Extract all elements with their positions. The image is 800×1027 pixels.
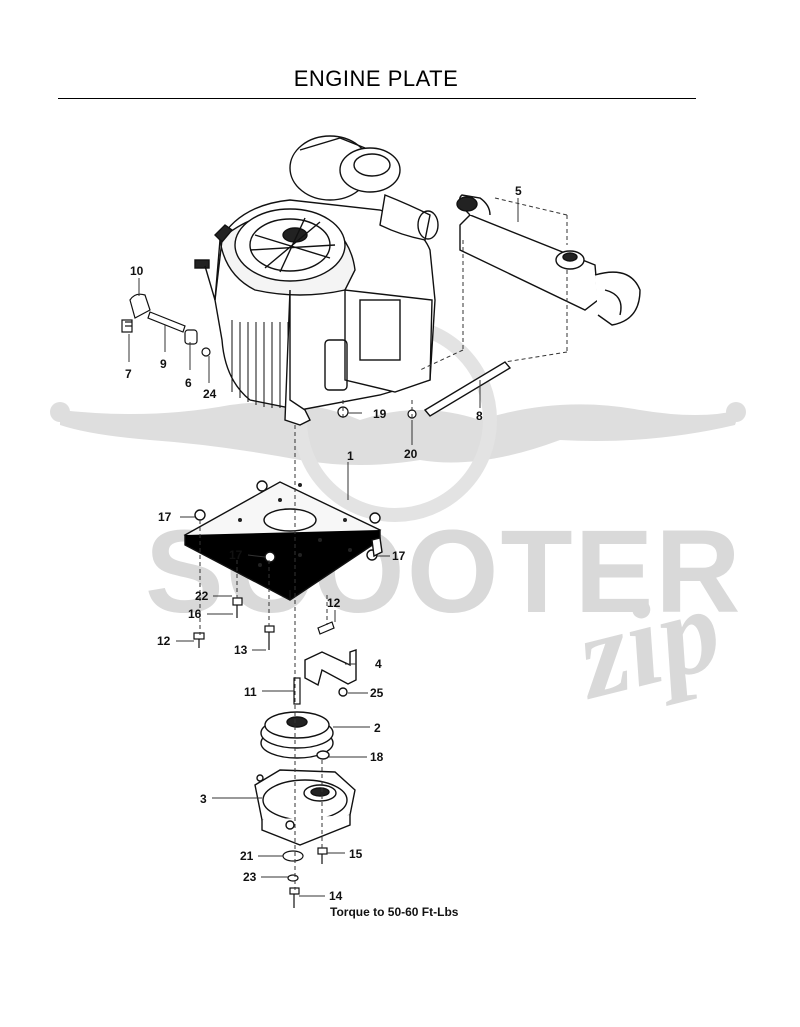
callout-14: 14 (329, 889, 343, 903)
fitting-parts (121, 293, 417, 419)
callout-13: 13 (234, 643, 248, 657)
callout-5: 5 (515, 184, 522, 198)
callout-1: 1 (347, 449, 354, 463)
callout-6: 6 (185, 376, 192, 390)
callout-3: 3 (200, 792, 207, 806)
bracket-4 (304, 649, 357, 697)
callout-2: 2 (374, 721, 381, 735)
engine (194, 135, 439, 426)
rod-8 (423, 361, 512, 417)
callout-8: 8 (476, 409, 483, 423)
callout-16: 16 (188, 607, 202, 621)
callout-4: 4 (375, 657, 382, 671)
assembly-lines (199, 197, 568, 890)
engine-fan (234, 208, 346, 282)
torque-note: Torque to 50-60 Ft-Lbs (330, 905, 459, 919)
watermark: SCOOTER zip (50, 318, 746, 725)
callout-10: 10 (130, 264, 144, 278)
dipstick (214, 224, 234, 244)
clutch-3 (254, 769, 356, 846)
callout-21: 21 (240, 849, 254, 863)
callout-labels: 1 2 3 4 5 6 7 8 9 10 11 12 12 13 14 15 1… (125, 184, 522, 903)
leader-lines (128, 198, 519, 897)
callout-24: 24 (203, 387, 217, 401)
callout-18: 18 (370, 750, 384, 764)
callout-11: 11 (244, 685, 257, 699)
callout-17-center: 17 (229, 548, 243, 562)
title-rule (58, 98, 696, 99)
watermark-horns (60, 402, 740, 465)
bottom-hardware (282, 847, 328, 908)
callout-19: 19 (373, 407, 387, 421)
callout-9: 9 (160, 357, 167, 371)
page-title: ENGINE PLATE (293, 66, 459, 91)
callout-20: 20 (404, 447, 418, 461)
watermark-dot-left (50, 402, 70, 422)
engine-plate (183, 480, 383, 601)
pulley-2 (260, 711, 334, 760)
callout-12-lower: 12 (157, 634, 171, 648)
watermark-dot-right (726, 402, 746, 422)
callout-7: 7 (125, 367, 132, 381)
callout-23: 23 (243, 870, 257, 884)
callout-15: 15 (349, 847, 363, 861)
callout-17-right: 17 (392, 549, 406, 563)
callout-25: 25 (370, 686, 384, 700)
callout-12-upper: 12 (327, 596, 341, 610)
muffler (456, 194, 641, 326)
callout-17-left: 17 (158, 510, 172, 524)
callout-22: 22 (195, 589, 209, 603)
